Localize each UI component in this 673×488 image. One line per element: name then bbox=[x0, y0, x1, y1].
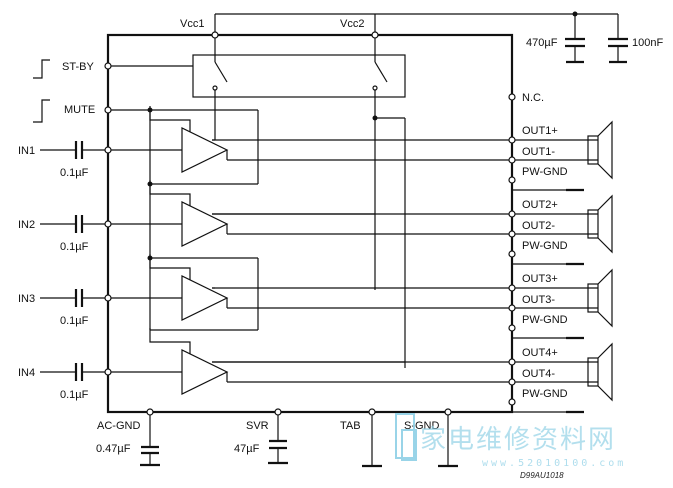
input-cap-label-2: 0.1µF bbox=[60, 241, 89, 253]
out-minus-pin-4 bbox=[508, 378, 516, 386]
input-label-4: IN4 bbox=[18, 367, 35, 379]
svr-pin-group bbox=[268, 408, 288, 465]
mute-label: MUTE bbox=[64, 104, 95, 116]
vcc-distribution bbox=[214, 90, 406, 368]
amplifier-2 bbox=[181, 201, 229, 247]
watermark-text: 家电维修资料网 bbox=[420, 425, 616, 455]
supply-capacitor-470uf bbox=[565, 11, 585, 64]
standby-label: ST-BY bbox=[62, 61, 94, 73]
input-pin-4 bbox=[104, 368, 112, 376]
speaker-icon-3 bbox=[587, 268, 613, 328]
nc-pin bbox=[508, 93, 516, 101]
input-label-2: IN2 bbox=[18, 219, 35, 231]
input-pin-2 bbox=[104, 220, 112, 228]
tab-pin-group bbox=[362, 408, 382, 468]
out-plus-pin-2 bbox=[508, 210, 516, 218]
out-plus-pin-3 bbox=[508, 284, 516, 292]
supply-rails bbox=[211, 13, 618, 62]
pwgnd-label-3: PW-GND bbox=[522, 314, 568, 326]
out-plus-label-1: OUT1+ bbox=[522, 125, 558, 137]
svr-cap-label: 47µF bbox=[234, 443, 260, 455]
input-cap-label-1: 0.1µF bbox=[60, 167, 89, 179]
out-plus-label-4: OUT4+ bbox=[522, 347, 558, 359]
standby-pulse-icon bbox=[33, 59, 50, 79]
pwgnd-label-4: PW-GND bbox=[522, 388, 568, 400]
out-minus-pin-2 bbox=[508, 230, 516, 238]
channel-1: IN1 0.1µF OUT1+ OUT1- PW-GND bbox=[18, 106, 613, 192]
mute-pulse-icon bbox=[33, 99, 50, 123]
out-plus-pin-1 bbox=[508, 136, 516, 144]
watermark-url: www.52010100.com bbox=[482, 458, 626, 469]
pwgnd-label-1: PW-GND bbox=[522, 166, 568, 178]
amplifier-3 bbox=[181, 275, 229, 321]
pwgnd-pin-2 bbox=[508, 250, 516, 258]
supply-capacitor-100nf bbox=[608, 14, 628, 64]
input-cap-label-3: 0.1µF bbox=[60, 315, 89, 327]
pwgnd-pin-4 bbox=[508, 398, 516, 406]
tab-label: TAB bbox=[340, 420, 361, 432]
pwgnd-label-2: PW-GND bbox=[522, 240, 568, 252]
watermark: 家电维修资料网 www.52010100.com bbox=[395, 413, 626, 469]
out-minus-label-2: OUT2- bbox=[522, 220, 555, 232]
pwgnd-pin-1 bbox=[508, 176, 516, 184]
amplifier-1 bbox=[181, 127, 229, 173]
speaker-icon-1 bbox=[587, 120, 613, 180]
speaker-icon-4 bbox=[587, 342, 613, 402]
out-minus-pin-1 bbox=[508, 156, 516, 164]
acgnd-pin-group bbox=[140, 408, 160, 467]
pwgnd-pin-3 bbox=[508, 324, 516, 332]
out-plus-label-2: OUT2+ bbox=[522, 199, 558, 211]
channel-4: IN4 0.1µF OUT4+ OUT4- PW-GND bbox=[18, 328, 613, 414]
diagram-code: D99AU1018 bbox=[520, 471, 564, 480]
svr-label: SVR bbox=[246, 420, 269, 432]
input-cap-label-4: 0.1µF bbox=[60, 389, 89, 401]
mute-line bbox=[111, 107, 259, 331]
input-pin-3 bbox=[104, 294, 112, 302]
nc-label: N.C. bbox=[522, 92, 544, 104]
vcc2-label: Vcc2 bbox=[340, 18, 364, 30]
amplifiers: IN1 0.1µF OUT1+ OUT1- PW-GND IN2 0.1µF OUT2+ OUT… bbox=[18, 106, 613, 414]
out-minus-label-3: OUT3- bbox=[522, 294, 555, 306]
cap-470-label: 470µF bbox=[526, 37, 558, 49]
channel-3: IN3 0.1µF OUT3+ OUT3- PW-GND bbox=[18, 254, 613, 340]
standby-pin bbox=[104, 62, 112, 70]
out-minus-label-1: OUT1- bbox=[522, 146, 555, 158]
input-label-3: IN3 bbox=[18, 293, 35, 305]
cap-100-label: 100nF bbox=[632, 37, 663, 49]
out-plus-pin-4 bbox=[508, 358, 516, 366]
input-label-1: IN1 bbox=[18, 145, 35, 157]
channel-2: IN2 0.1µF OUT2+ OUT2- PW-GND bbox=[18, 180, 613, 266]
speaker-icon-2 bbox=[587, 194, 613, 254]
amplifier-4 bbox=[181, 349, 229, 395]
vcc1-label: Vcc1 bbox=[180, 18, 204, 30]
out-minus-label-4: OUT4- bbox=[522, 368, 555, 380]
out-plus-label-3: OUT3+ bbox=[522, 273, 558, 285]
sgnd-pin-group bbox=[438, 408, 458, 468]
standby-switch bbox=[111, 54, 406, 98]
acgnd-cap-label: 0.47µF bbox=[96, 443, 131, 455]
out-minus-pin-3 bbox=[508, 304, 516, 312]
mute-pin bbox=[104, 106, 112, 114]
input-pin-1 bbox=[104, 146, 112, 154]
acgnd-label: AC-GND bbox=[97, 420, 140, 432]
